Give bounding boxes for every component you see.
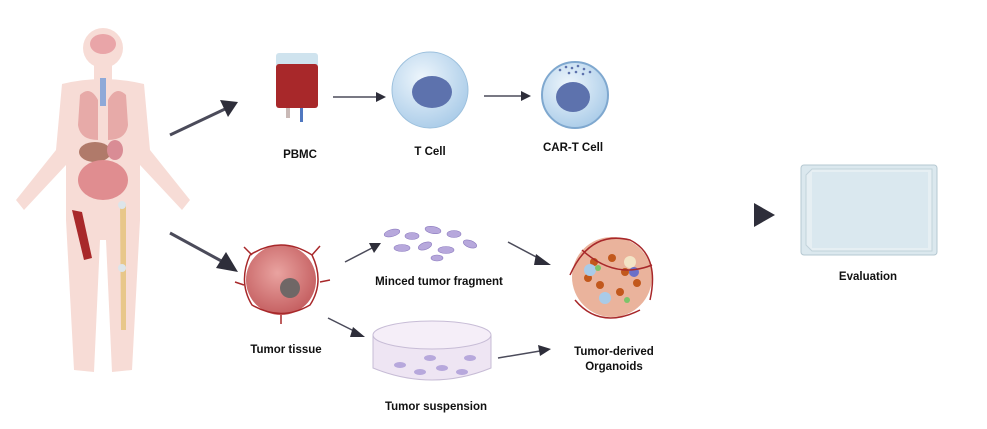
- arrow-tcell-to-cart: [484, 91, 531, 101]
- arrows: [169, 91, 775, 359]
- t-cell-icon: [391, 51, 469, 129]
- human-body-illustration: [16, 28, 190, 372]
- label-pbmc: PBMC: [283, 149, 317, 161]
- label-evaluation: Evaluation: [839, 271, 897, 283]
- blood-bag-icon: [276, 53, 318, 122]
- muscle-icon: [72, 210, 92, 260]
- label-organoids-line2: Organoids: [585, 361, 643, 373]
- minced-fragment-icon: [383, 225, 477, 262]
- label-tumor-suspension: Tumor suspension: [385, 401, 487, 413]
- car-t-cell-icon: [541, 61, 609, 129]
- arrow-tumor-to-suspension: [327, 317, 365, 337]
- intestine-icon: [78, 160, 128, 200]
- petri-dish-icon: [372, 320, 492, 381]
- label-organoids-line1: Tumor-derived: [574, 346, 654, 358]
- arrow-tumor-to-minced: [344, 243, 381, 263]
- label-car-t-cell: CAR-T Cell: [543, 142, 603, 154]
- brain-icon: [90, 34, 116, 54]
- label-tumor-tissue: Tumor tissue: [250, 344, 321, 356]
- label-minced-fragment: Minced tumor fragment: [375, 276, 503, 288]
- arrow-body-to-tumor: [169, 231, 238, 272]
- well-plate-icon: [800, 164, 938, 256]
- arrow-organoid-to-evaluation: [678, 203, 775, 227]
- arrow-pbmc-to-tcell: [333, 92, 386, 102]
- arrow-suspension-to-organoid: [497, 345, 551, 359]
- organoid-icon: [569, 237, 654, 319]
- tumor-tissue-icon: [234, 244, 331, 324]
- arrow-body-to-pbmc: [169, 100, 238, 137]
- label-t-cell: T Cell: [414, 146, 445, 158]
- arrow-minced-to-organoid: [507, 241, 551, 265]
- lung-icon: [78, 91, 98, 140]
- liver-icon: [79, 142, 111, 162]
